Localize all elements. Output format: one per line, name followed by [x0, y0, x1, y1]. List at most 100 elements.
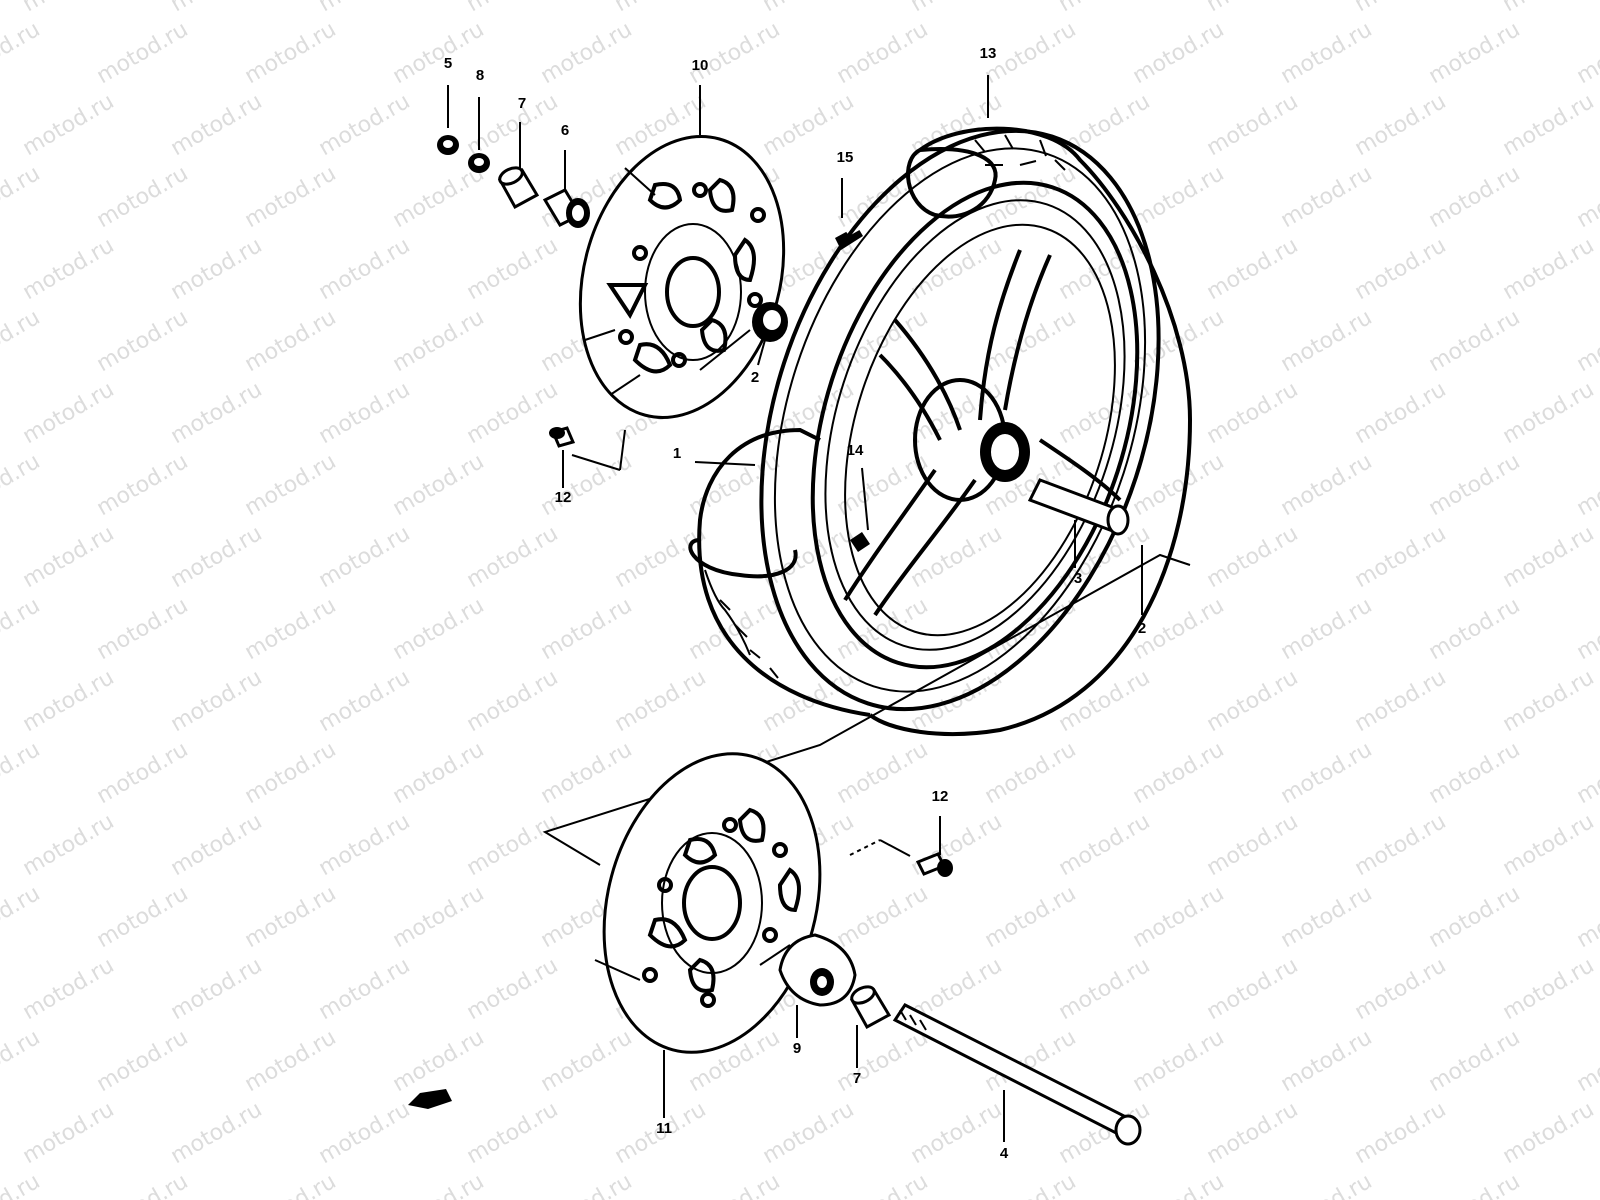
watermark-text: motod.ru	[1277, 593, 1377, 665]
watermark-text: motod.ru	[241, 737, 341, 809]
watermark-text: motod.ru	[93, 161, 193, 233]
watermark-text: motod.ru	[1129, 1169, 1229, 1200]
watermark-text: motod.ru	[1203, 377, 1303, 449]
watermark-text: motod.ru	[19, 665, 119, 737]
watermark-text: motod.ru	[1573, 737, 1600, 809]
watermark-text: motod.ru	[759, 665, 859, 737]
callout-leader-line	[694, 461, 756, 466]
watermark-text: motod.ru	[1277, 1169, 1377, 1200]
speedometer-gearbox-9	[778, 933, 857, 1007]
watermark-text: motod.ru	[1499, 1097, 1599, 1169]
watermark-text: motod.ru	[1129, 161, 1229, 233]
exploded-guide-lines	[542, 429, 1191, 866]
watermark-text: motod.ru	[389, 593, 489, 665]
wheel-assembly	[688, 126, 1193, 736]
callout-number: 2	[751, 369, 759, 386]
brake-disc-lower	[594, 752, 822, 1054]
callout-number: 4	[1000, 1145, 1009, 1162]
callout-number: 12	[555, 489, 572, 506]
watermark-text: motod.ru	[19, 953, 119, 1025]
watermark-text: motod.ru	[1351, 1097, 1451, 1169]
watermark-text: motod.ru	[0, 1025, 44, 1097]
watermark-text: motod.ru	[1203, 1097, 1303, 1169]
front-arrow-icon	[408, 1089, 452, 1109]
callout-number: 6	[561, 122, 569, 139]
watermark-text: motod.ru	[1351, 521, 1451, 593]
watermark-text: motod.ru	[463, 809, 563, 881]
watermark-text: motod.ru	[833, 17, 933, 89]
watermark-text: motod.ru	[981, 1169, 1081, 1200]
watermark-text: motod.ru	[19, 377, 119, 449]
watermark-text: motod.ru	[1129, 1025, 1229, 1097]
watermark-text: motod.ru	[1425, 161, 1525, 233]
watermark-text: motod.ru	[93, 1025, 193, 1097]
watermark-text: motod.ru	[463, 1097, 563, 1169]
watermark-text: motod.ru	[463, 0, 563, 17]
watermark-text: motod.ru	[389, 1169, 489, 1200]
watermark-text: motod.ru	[1277, 17, 1377, 89]
watermark-text: motod.ru	[463, 89, 563, 161]
brake-disc-upper	[578, 135, 786, 419]
watermark-text: motod.ru	[1129, 737, 1229, 809]
watermark-text: motod.ru	[241, 593, 341, 665]
watermark-text: motod.ru	[1203, 953, 1303, 1025]
watermark-text: motod.ru	[759, 0, 859, 17]
watermark-text: motod.ru	[1203, 521, 1303, 593]
watermark-text: motod.ru	[1203, 809, 1303, 881]
watermark-text: motod.ru	[1499, 233, 1599, 305]
watermark-text: motod.ru	[389, 881, 489, 953]
watermark-text: motod.ru	[463, 377, 563, 449]
watermark-text: motod.ru	[537, 593, 637, 665]
watermark-text: motod.ru	[19, 1097, 119, 1169]
callout-number: 10	[692, 57, 709, 74]
watermark-text: motod.ru	[0, 593, 44, 665]
watermark-text: motod.ru	[611, 0, 711, 17]
callout-number: 3	[1074, 570, 1082, 587]
watermark-text: motod.ru	[1351, 809, 1451, 881]
watermark-text: motod.ru	[1499, 0, 1599, 17]
watermark-text: motod.ru	[241, 1169, 341, 1200]
watermark-text: motod.ru	[1351, 233, 1451, 305]
watermark-text: motod.ru	[1277, 305, 1377, 377]
watermark-text: motod.ru	[241, 449, 341, 521]
callout-number: 2	[1138, 620, 1146, 637]
watermark-text: motod.ru	[1573, 161, 1600, 233]
watermark-text: motod.ru	[1499, 953, 1599, 1025]
watermark-text: motod.ru	[1351, 0, 1451, 17]
watermark-text: motod.ru	[1203, 89, 1303, 161]
watermark-text: motod.ru	[1573, 593, 1600, 665]
watermark-text: motod.ru	[315, 1097, 415, 1169]
watermark-text: motod.ru	[93, 593, 193, 665]
watermark-text: motod.ru	[1425, 449, 1525, 521]
watermark-text: motod.ru	[1499, 665, 1599, 737]
watermark-text: motod.ru	[833, 1025, 933, 1097]
watermark-text: motod.ru	[1129, 449, 1229, 521]
watermark-text: motod.ru	[389, 17, 489, 89]
watermark-text: motod.ru	[463, 521, 563, 593]
watermark-text: motod.ru	[981, 737, 1081, 809]
watermark-text: motod.ru	[167, 0, 267, 17]
watermark-text: motod.ru	[1277, 1025, 1377, 1097]
watermark-text: motod.ru	[19, 521, 119, 593]
watermark-text: motod.ru	[463, 953, 563, 1025]
watermark-text: motod.ru	[1203, 233, 1303, 305]
watermark-text: motod.ru	[19, 809, 119, 881]
nut-5	[437, 135, 459, 155]
watermark-text: motod.ru	[537, 17, 637, 89]
axle-4	[892, 1003, 1142, 1146]
callout-number: 11	[656, 1120, 672, 1137]
watermark-text: motod.ru	[1499, 89, 1599, 161]
callout-number: 12	[932, 788, 949, 805]
washer-8	[468, 153, 490, 173]
watermark-text: motod.ru	[315, 233, 415, 305]
watermark-text: motod.ru	[0, 305, 44, 377]
watermark-text: motod.ru	[1499, 521, 1599, 593]
watermark-text: motod.ru	[1573, 881, 1600, 953]
watermark-text: motod.ru	[537, 1025, 637, 1097]
watermark-text: motod.ru	[1203, 665, 1303, 737]
watermark-text: motod.ru	[1425, 881, 1525, 953]
watermark-text: motod.ru	[1277, 449, 1377, 521]
watermark-text: motod.ru	[167, 377, 267, 449]
